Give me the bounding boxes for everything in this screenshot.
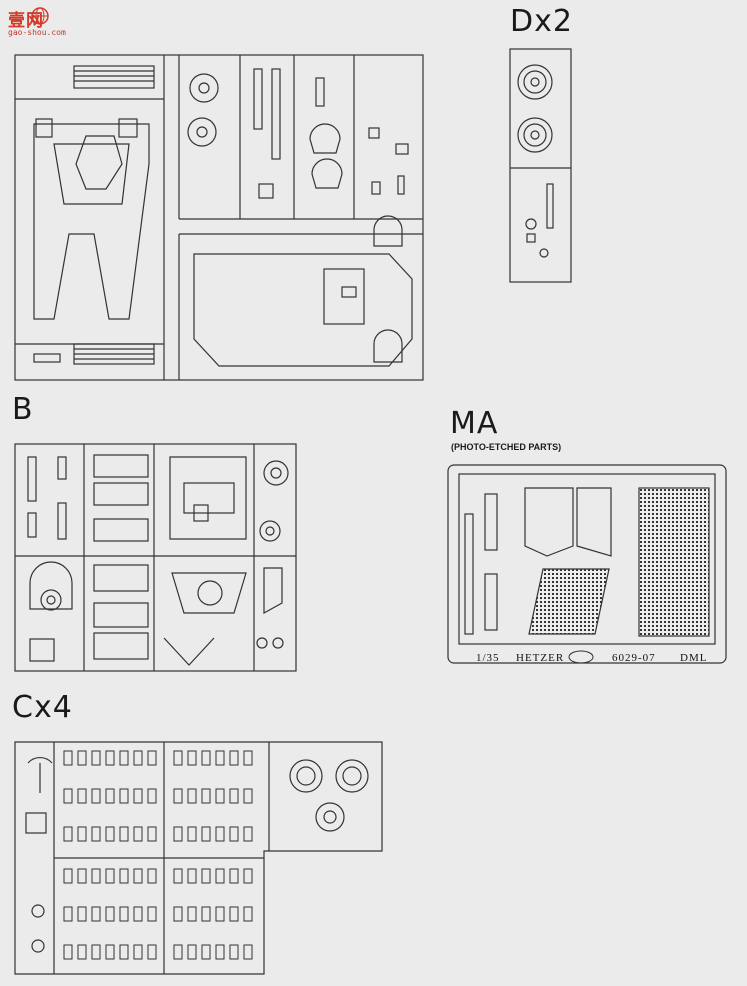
sprue-d-diagram xyxy=(509,48,572,283)
sprue-d-label: Dx2 xyxy=(510,4,573,39)
watermark-globe-icon xyxy=(31,7,49,25)
ma-caption-brand: DML xyxy=(680,652,708,664)
watermark-logo: 壹网 gao-shou.com xyxy=(4,4,90,40)
ma-caption-model: HETZER xyxy=(516,652,565,664)
ma-caption-code: 6029-07 xyxy=(612,652,656,664)
sprue-ma-subtitle: (PHOTO-ETCHED PARTS) xyxy=(451,442,562,452)
sprue-b-diagram xyxy=(14,443,297,672)
dml-logo-icon xyxy=(568,650,594,664)
sprue-b-label: B xyxy=(12,392,34,427)
sprue-c-label: Cx4 xyxy=(12,690,73,725)
sprue-c-diagram xyxy=(14,741,383,975)
sprue-a-diagram xyxy=(14,54,424,381)
watermark-url: gao-shou.com xyxy=(8,28,66,37)
ma-caption-scale: 1/35 xyxy=(476,652,500,664)
sprue-ma-diagram xyxy=(447,464,727,664)
sprue-ma-label: MA xyxy=(450,406,499,441)
